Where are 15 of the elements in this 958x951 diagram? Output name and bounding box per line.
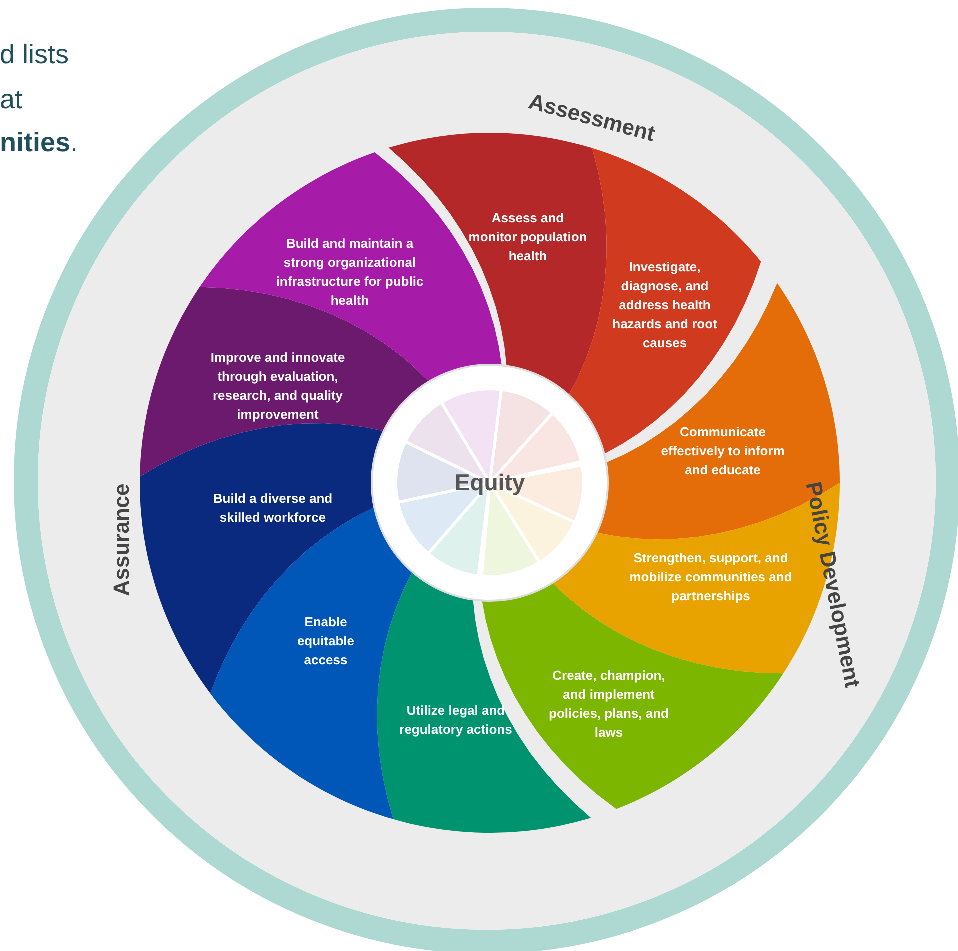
section-label: Assurance <box>109 484 135 596</box>
segment-text: Build and maintain a strong organizational infrastructure for public health <box>275 235 425 310</box>
intro-text: at <box>0 84 23 116</box>
intro-text: nities. <box>0 128 78 158</box>
intro-text: d lists <box>0 40 70 70</box>
center-text: Equity <box>454 470 526 496</box>
segment-text: Strengthen, support, and mobilize communities and partnerships <box>628 550 794 606</box>
segment-text: Build a diverse and skilled workforce <box>212 490 334 527</box>
segment-text: Enable equitable access <box>296 614 356 670</box>
segment-text: Communicate effectively to inform and educate <box>660 424 786 480</box>
segment-text: Investigate, diagnose, and address health hazards and root causes <box>612 258 718 352</box>
segment-text: Improve and innovate through evaluation, research, and quality improvement <box>210 349 346 424</box>
segment-text: Assess and monitor population health <box>468 210 588 266</box>
segment-text: Utilize legal and regulatory actions <box>398 702 514 739</box>
segment-text: Create, champion, and implement policies, plans, and laws <box>549 667 669 742</box>
